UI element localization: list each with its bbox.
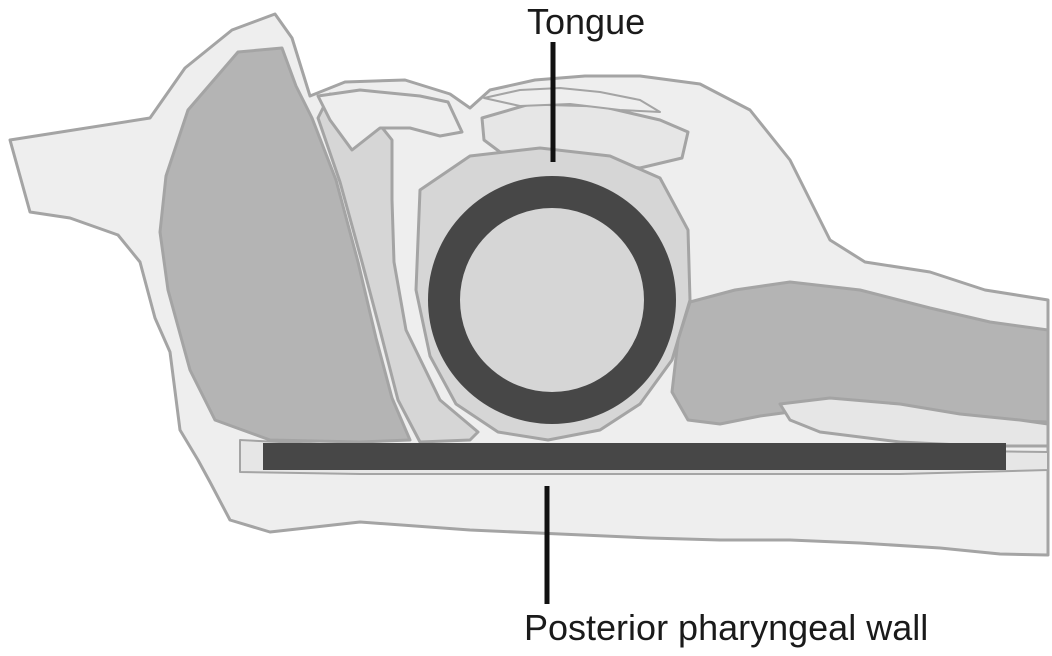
posterior-wall-bar bbox=[263, 443, 1006, 470]
tongue-label: Tongue bbox=[527, 4, 645, 40]
posterior-pharyngeal-wall-label: Posterior pharyngeal wall bbox=[524, 610, 928, 646]
